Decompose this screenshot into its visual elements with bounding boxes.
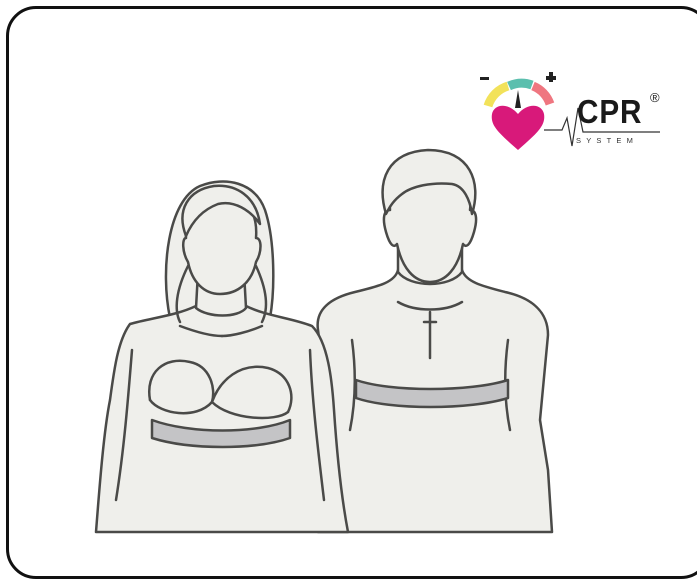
woman-figure [96,181,348,532]
man-figure [318,150,552,532]
